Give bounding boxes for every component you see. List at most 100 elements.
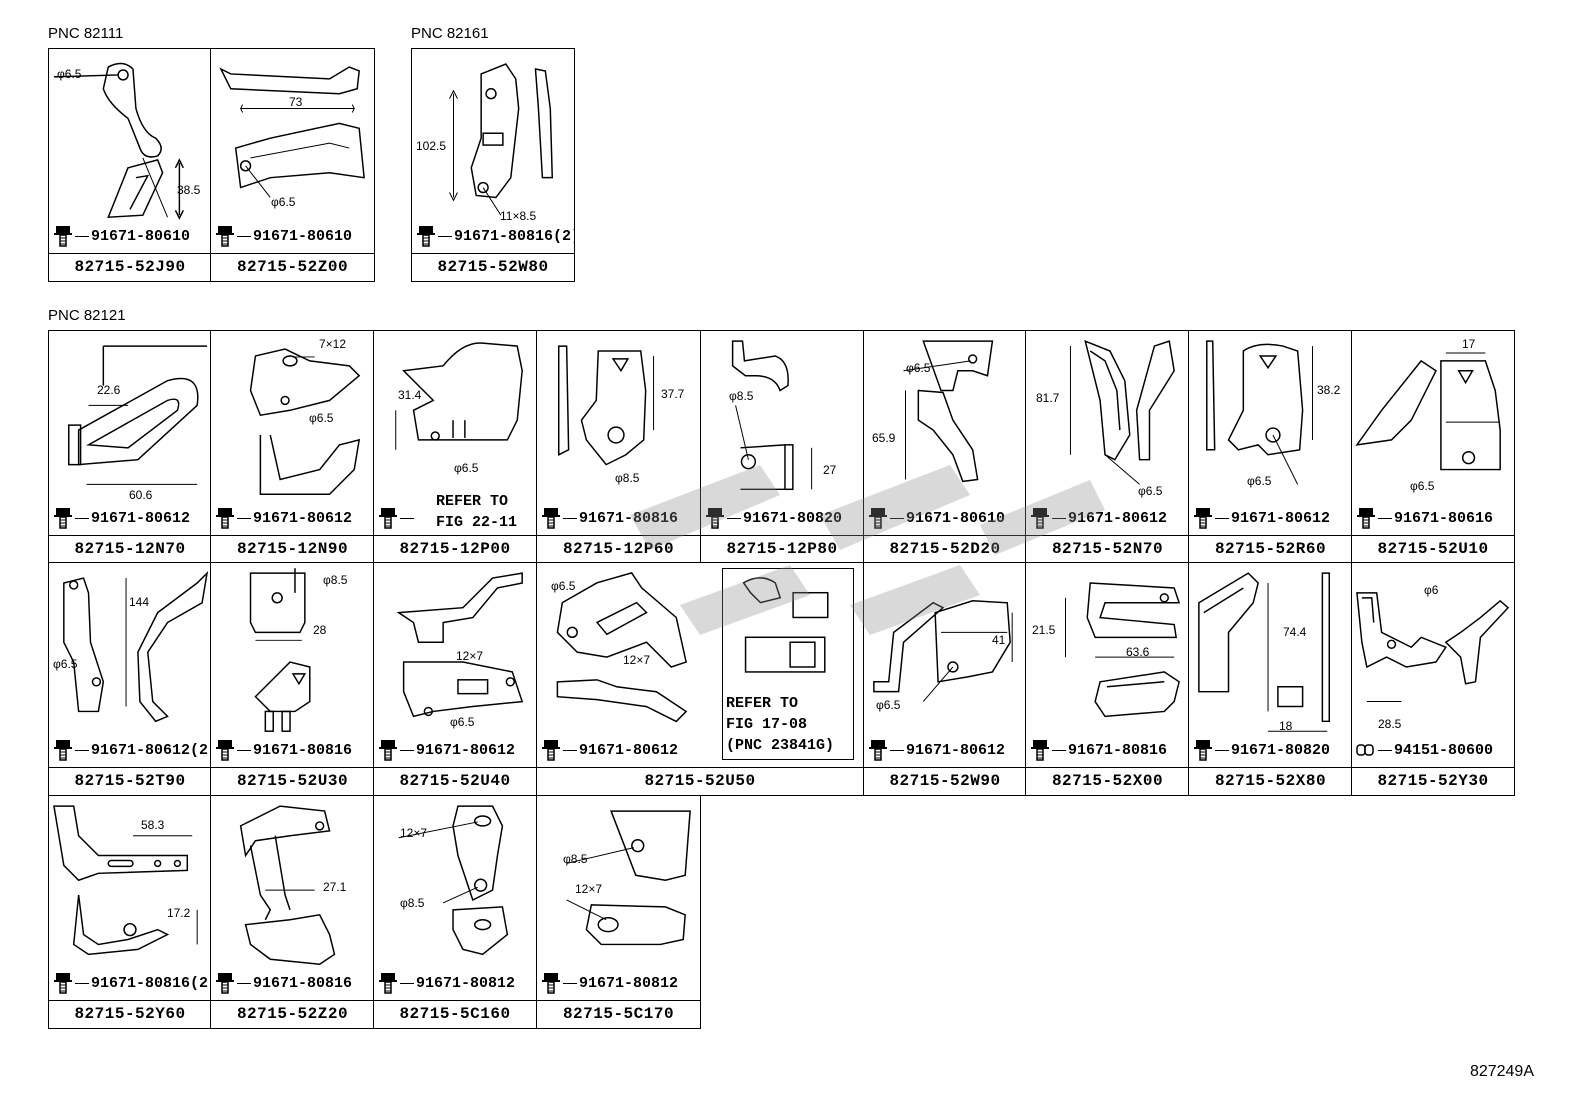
bolt-part-number[interactable]: 91671-80816(2) — [454, 227, 575, 245]
bolt-part-number[interactable]: 91671-80816 — [253, 741, 353, 759]
part-number-label[interactable]: 82715-52Y30 — [1352, 767, 1514, 795]
dimension-label: φ8.5 — [615, 471, 640, 485]
dimension-label: φ6.5 — [450, 715, 475, 729]
bracket-drawing — [537, 331, 700, 536]
part-cell-82715-52w80[interactable]: 102.5 11×8.5 91671-80816(2) 82715-52W80 — [411, 48, 575, 282]
bolt-part-number[interactable]: 91671-80616 — [1394, 509, 1494, 527]
dimension-label: 31.4 — [398, 388, 422, 402]
part-number-label[interactable]: 82715-12P00 — [374, 535, 536, 563]
bolt-part-number[interactable]: 91671-80610 — [906, 509, 1006, 527]
part-number-label[interactable]: 82715-52U10 — [1352, 535, 1514, 563]
bolt-icon — [378, 739, 398, 761]
part-cell-82715-52w90[interactable]: 41 φ6.5 91671-80612 82715-52W90 — [863, 562, 1027, 796]
part-number-label[interactable]: 82715-52U30 — [211, 767, 374, 795]
dimension-label: φ6.5 — [1410, 479, 1435, 493]
part-cell-82715-12p80[interactable]: φ8.5 27 91671-80820 82715-12P80 — [700, 330, 864, 564]
bracket-drawing — [1026, 563, 1189, 768]
part-cell-82715-52u30[interactable]: φ8.5 28 91671-80816 82715-52U30 — [210, 562, 375, 796]
part-cell-82715-52y60[interactable]: 58.3 17.2 91671-80816(2) 82715-52Y60 — [48, 795, 212, 1029]
part-cell-82715-12p00[interactable]: 31.4 φ6.5 REFER TO FIG 22-11 82715-12P00 — [373, 330, 537, 564]
bolt-part-number[interactable]: 91671-80816 — [579, 509, 679, 527]
part-number-label[interactable]: 82715-52D20 — [864, 535, 1026, 563]
bolt-part-number[interactable]: 91671-80610 — [253, 227, 353, 245]
bolt-part-number[interactable]: 91671-80612 — [579, 741, 679, 759]
bolt-part-number[interactable]: 91671-80612 — [253, 509, 353, 527]
part-number-label[interactable]: 82715-52R60 — [1189, 535, 1352, 563]
bolt-part-number[interactable]: 91671-80612 — [416, 741, 516, 759]
part-number-label[interactable]: 82715-52X80 — [1189, 767, 1352, 795]
bolt-part-number[interactable]: 91671-80612(2) — [91, 741, 212, 759]
part-number-label[interactable]: 82715-52X00 — [1026, 767, 1189, 795]
part-cell-82715-52t90[interactable]: 144 φ6.5 91671-80612(2) 82715-52T90 — [48, 562, 212, 796]
part-number-label[interactable]: 82715-52J90 — [49, 253, 211, 281]
bolt-part-number[interactable]: 91671-80816 — [253, 974, 353, 992]
part-cell-82715-5c160[interactable]: 12×7 φ8.5 91671-80812 82715-5C160 — [373, 795, 537, 1029]
part-number-label[interactable]: 82715-52U40 — [374, 767, 536, 795]
bolt-part-number[interactable]: 91671-80820 — [743, 509, 843, 527]
part-cell-82715-12n70[interactable]: 22.6 60.6 91671-80612 82715-12N70 — [48, 330, 212, 564]
part-number-label[interactable]: 82715-52W90 — [864, 767, 1026, 795]
bolt-icon — [215, 225, 235, 247]
bolt-callout: 91671-80610 — [868, 506, 1005, 530]
bolt-part-number[interactable]: 91671-80612 — [906, 741, 1006, 759]
part-cell-82715-52r60[interactable]: 38.2 φ6.5 91671-80612 82715-52R60 — [1188, 330, 1353, 564]
refer-note[interactable]: REFER TO FIG 17-08 (PNC 23841G) — [726, 695, 835, 754]
dimension-label: 12×7 — [575, 882, 603, 896]
part-number-label[interactable]: 82715-52Y60 — [49, 1000, 211, 1028]
dimension-label: 18 — [1279, 719, 1293, 733]
refer-note[interactable]: REFER TO FIG 22-11 — [436, 493, 518, 531]
bolt-part-number[interactable]: 91671-80816 — [1068, 741, 1168, 759]
part-number-label[interactable]: 82715-52N70 — [1026, 535, 1189, 563]
part-cell-82715-12n90[interactable]: 7×12 φ6.5 91671-80612 82715-12N90 — [210, 330, 375, 564]
bolt-icon — [53, 507, 73, 529]
dimension-label: 12×7 — [400, 826, 428, 840]
part-cell-82715-52z20[interactable]: 27.1 91671-80816 82715-52Z20 — [210, 795, 375, 1029]
bolt-part-number[interactable]: 91671-80816(2) — [91, 974, 212, 992]
part-cell-82715-5c170[interactable]: φ8.5 12×7 91671-80812 82715-5C170 — [536, 795, 701, 1029]
bolt-part-number[interactable]: 91671-80812 — [579, 974, 679, 992]
part-number-label[interactable]: 82715-5C160 — [374, 1000, 536, 1028]
part-number-label[interactable]: 82715-12N90 — [211, 535, 374, 563]
bolt-callout: 94151-80600 — [1356, 738, 1493, 762]
part-cell-82715-52j90[interactable]: φ6.5 38.5 91671-80610 82715-52J90 — [48, 48, 212, 282]
part-number-label[interactable]: 82715-52T90 — [49, 767, 211, 795]
part-number-label[interactable]: 82715-5C170 — [537, 1000, 700, 1028]
bolt-part-number[interactable]: 91671-80610 — [91, 227, 191, 245]
part-cell-82715-52u50[interactable]: φ6.5 12×7 REFER TO FIG 17-08 (PNC 23841G… — [536, 562, 864, 796]
part-cell-82715-52d20[interactable]: φ6.5 65.9 91671-80610 82715-52D20 — [863, 330, 1027, 564]
part-cell-82715-52n70[interactable]: 81.7 φ6.5 91671-80612 82715-52N70 — [1025, 330, 1190, 564]
bolt-part-number[interactable]: 91671-80612 — [1068, 509, 1168, 527]
dimension-label: φ6 — [1424, 583, 1439, 597]
group-label-pnc-82111: PNC 82111 — [48, 25, 124, 42]
bolt-icon — [1193, 507, 1213, 529]
bolt-part-number[interactable]: 91671-80812 — [416, 974, 516, 992]
part-number-label[interactable]: 82715-52Z00 — [211, 253, 374, 281]
part-number-label[interactable]: 82715-52Z20 — [211, 1000, 374, 1028]
part-cell-82715-52x00[interactable]: 21.5 63.6 91671-80816 82715-52X00 — [1025, 562, 1190, 796]
dimension-label: 11×8.5 — [500, 209, 537, 223]
part-cell-82715-52z00[interactable]: 73 φ6.5 91671-80610 82715-52Z00 — [210, 48, 375, 282]
dimension-label: 17 — [1462, 337, 1476, 351]
part-cell-82715-12p60[interactable]: 37.7 φ8.5 91671-80816 82715-12P60 — [536, 330, 701, 564]
bolt-callout: 91671-80612 — [378, 738, 515, 762]
part-number-label[interactable]: 82715-52W80 — [412, 253, 574, 281]
bolt-part-number[interactable]: 91671-80612 — [91, 509, 191, 527]
part-cell-82715-52u10[interactable]: 17 φ6.5 91671-80616 82715-52U10 — [1351, 330, 1515, 564]
part-cell-82715-52u40[interactable]: 12×7 φ6.5 91671-80612 82715-52U40 — [373, 562, 537, 796]
part-number-label[interactable]: 82715-52U50 — [537, 767, 863, 795]
bolt-part-number[interactable]: 91671-80820 — [1231, 741, 1331, 759]
bracket-drawing — [1026, 331, 1189, 536]
dimension-label: φ6.5 — [454, 461, 479, 475]
part-number-label[interactable]: 82715-12P60 — [537, 535, 700, 563]
part-cell-82715-52y30[interactable]: φ6 28.5 94151-80600 82715-52Y30 — [1351, 562, 1515, 796]
part-cell-82715-52x80[interactable]: 74.4 18 91671-80820 82715-52X80 — [1188, 562, 1353, 796]
part-number-label[interactable]: 82715-12P80 — [701, 535, 863, 563]
dimension-label: 38.5 — [177, 183, 201, 197]
dimension-label: 37.7 — [661, 387, 685, 401]
bolt-part-number[interactable]: 91671-80612 — [1231, 509, 1331, 527]
bolt-part-number[interactable]: 94151-80600 — [1394, 741, 1494, 759]
bolt-icon — [1030, 739, 1050, 761]
figure-code: 827249A — [1469, 1063, 1534, 1080]
part-number-label[interactable]: 82715-12N70 — [49, 535, 211, 563]
bracket-drawing — [211, 796, 374, 1001]
